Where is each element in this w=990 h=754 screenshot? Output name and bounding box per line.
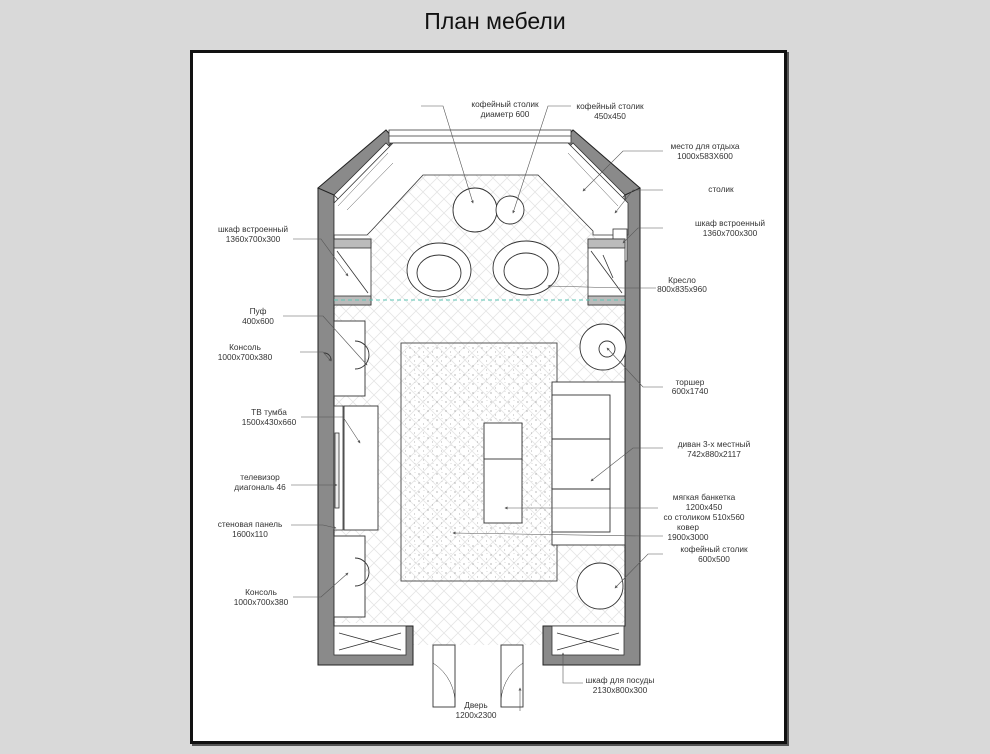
svg-text:800х835х960: 800х835х960 [657, 284, 707, 294]
coffee-table-square [495, 195, 525, 225]
tv [334, 432, 340, 509]
floor-plan-drawing: кофейный столик диаметр 600 кофейный сто… [218, 99, 766, 720]
svg-text:мягкая банкетка: мягкая банкетка [673, 492, 736, 502]
label-pouf: Пуф 400х600 [242, 306, 274, 326]
svg-text:ковер: ковер [677, 522, 699, 532]
svg-text:Консоль: Консоль [229, 342, 261, 352]
svg-text:742х880х2117: 742х880х2117 [687, 449, 741, 459]
svg-text:торшер: торшер [676, 377, 705, 387]
label-wardrobe-left: шкаф встроенный 1360х700х300 [218, 224, 288, 244]
label-rug: ковер 1900х3000 [667, 522, 708, 542]
label-coffee-table-square: кофейный столик 450х450 [576, 101, 644, 121]
svg-text:1000х700х380: 1000х700х380 [218, 352, 273, 362]
leader-lines [283, 105, 663, 711]
svg-text:диаметр 600: диаметр 600 [481, 109, 530, 119]
svg-text:600х1740: 600х1740 [672, 386, 709, 396]
svg-text:диагональ 46: диагональ 46 [234, 482, 286, 492]
rug [400, 342, 558, 582]
floor-plan-sheet: кофейный столик диаметр 600 кофейный сто… [190, 50, 787, 744]
label-tv: телевизор диагональ 46 [234, 472, 286, 492]
tv-stand [343, 405, 379, 531]
coffee-table-round [452, 187, 498, 233]
label-rest-place: место для отдыха 1000х583Х600 [670, 141, 739, 161]
svg-text:кофейный столик: кофейный столик [576, 101, 644, 111]
svg-text:столик: столик [708, 184, 734, 194]
svg-text:телевизор: телевизор [240, 472, 280, 482]
page-title: План мебели [424, 8, 566, 34]
label-side-table: столик [708, 184, 734, 194]
svg-text:450х450: 450х450 [594, 111, 626, 121]
svg-text:Консоль: Консоль [245, 587, 277, 597]
label-dish-cabinet: шкаф для посуды 2130х800х300 [586, 675, 655, 695]
svg-text:Кресло: Кресло [668, 275, 696, 285]
label-coffee-table-bottom: кофейный столик 600х500 [680, 544, 748, 564]
svg-text:шкаф для посуды: шкаф для посуды [586, 675, 655, 685]
dish-cabinet-right [551, 625, 625, 656]
svg-text:1360х700х300: 1360х700х300 [226, 234, 281, 244]
svg-text:1200х450: 1200х450 [686, 502, 723, 512]
svg-text:со столиком 510х560: со столиком 510х560 [663, 512, 744, 522]
svg-text:600х500: 600х500 [698, 554, 730, 564]
svg-text:1500х430х660: 1500х430х660 [242, 417, 297, 427]
svg-text:Пуф: Пуф [250, 306, 267, 316]
sofa [551, 381, 626, 546]
svg-text:диван 3-х местный: диван 3-х местный [678, 439, 751, 449]
svg-text:400х600: 400х600 [242, 316, 274, 326]
svg-text:2130х800х300: 2130х800х300 [593, 685, 648, 695]
armchair-left [406, 242, 472, 298]
dish-cabinet-left [333, 625, 407, 656]
armchair-right [492, 240, 560, 296]
console-top [333, 320, 370, 397]
svg-text:шкаф встроенный: шкаф встроенный [218, 224, 288, 234]
svg-text:ТВ тумба: ТВ тумба [251, 407, 287, 417]
label-wall-panel: стеновая панель 1600х110 [218, 519, 283, 539]
wardrobe-left [333, 238, 372, 306]
label-sofa: диван 3-х местный 742х880х2117 [678, 439, 751, 459]
label-coffee-table-round: кофейный столик диаметр 600 [471, 99, 539, 119]
label-door: Дверь 1200х2300 [455, 700, 496, 720]
window-seat [333, 142, 629, 236]
label-wardrobe-right: шкаф встроенный 1360х700х300 [695, 218, 765, 238]
floor-lamp [579, 323, 627, 371]
label-console-top: Консоль 1000х700х380 [218, 342, 273, 362]
svg-text:1200х2300: 1200х2300 [455, 710, 496, 720]
coffee-table-bottom [576, 562, 624, 610]
svg-text:1600х110: 1600х110 [232, 529, 268, 539]
svg-text:1360х700х300: 1360х700х300 [703, 228, 758, 238]
label-tv-stand: ТВ тумба 1500х430х660 [242, 407, 297, 427]
svg-text:кофейный столик: кофейный столик [680, 544, 748, 554]
svg-text:1000х583Х600: 1000х583Х600 [677, 151, 733, 161]
svg-text:1900х3000: 1900х3000 [667, 532, 708, 542]
label-console-bottom: Консоль 1000х700х380 [234, 587, 289, 607]
soft-bench [483, 422, 523, 524]
label-floor-lamp: торшер 600х1740 [672, 377, 709, 396]
door [432, 644, 524, 708]
svg-text:кофейный столик: кофейный столик [471, 99, 539, 109]
svg-text:1000х700х380: 1000х700х380 [234, 597, 289, 607]
svg-text:шкаф встроенный: шкаф встроенный [695, 218, 765, 228]
wardrobe-right [587, 238, 626, 306]
svg-text:место для отдыха: место для отдыха [670, 141, 739, 151]
console-bottom [333, 535, 370, 618]
label-armchair: Кресло 800х835х960 [657, 275, 707, 294]
svg-text:стеновая панель: стеновая панель [218, 519, 283, 529]
svg-text:Дверь: Дверь [464, 700, 488, 710]
label-bench: мягкая банкетка 1200х450 со столиком 510… [663, 492, 744, 522]
